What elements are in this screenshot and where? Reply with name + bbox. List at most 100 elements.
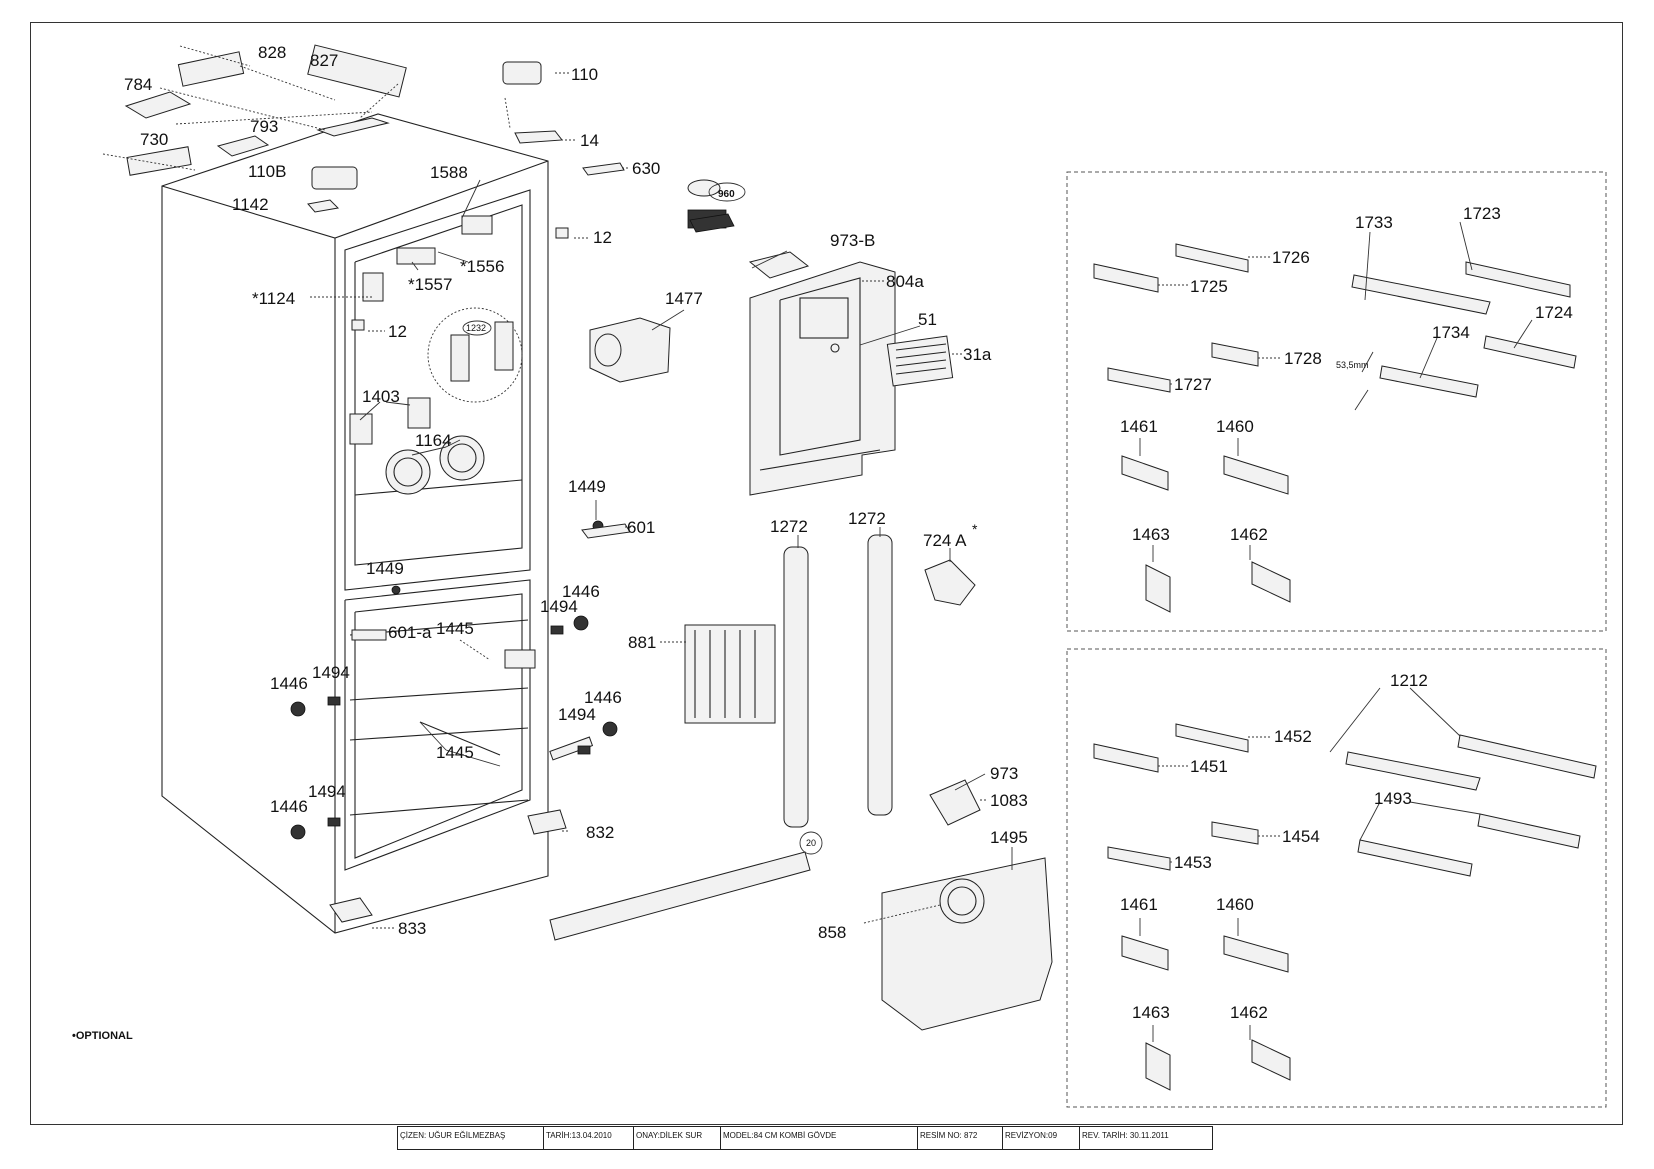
top-parts bbox=[124, 44, 625, 331]
title-block: ÇİZEN: UĞUR EĞİLMEZBAŞ TARİH:13.04.2010 … bbox=[397, 1126, 1213, 1150]
callout-1727: 1727 bbox=[1174, 375, 1212, 394]
cabinet-body bbox=[161, 113, 549, 934]
callout-960-ring bbox=[708, 182, 746, 202]
callout-1164: 1164 bbox=[415, 431, 452, 450]
callout-1733: 1733 bbox=[1355, 213, 1393, 232]
callout-1083: 1083 bbox=[990, 791, 1028, 810]
callout-1445-upper: 1445 bbox=[436, 619, 474, 638]
title-revision: REVİZYON:09 bbox=[1003, 1127, 1080, 1149]
callout-1734: 1734 bbox=[1432, 323, 1470, 342]
callout-601: 601 bbox=[627, 518, 655, 537]
title-drawn-by: ÇİZEN: UĞUR EĞİLMEZBAŞ bbox=[398, 1127, 544, 1149]
callout-12-upper: 12 bbox=[593, 228, 612, 247]
callout-12-interior: 12 bbox=[388, 322, 407, 341]
callout-1232: 1232 bbox=[466, 323, 486, 333]
interior-parts bbox=[349, 307, 594, 761]
hinge-kit-box-lower bbox=[1066, 648, 1607, 1108]
top-dashed-leads bbox=[102, 45, 511, 171]
callout-601a: 601-a bbox=[388, 623, 432, 642]
callout-1462-upper: 1462 bbox=[1230, 525, 1268, 544]
callout-1728: 1728 bbox=[1284, 349, 1322, 368]
callout-973b: 973-B bbox=[830, 231, 875, 250]
callout-1494-right-upper: 1494 bbox=[540, 597, 578, 616]
callout-1495: 1495 bbox=[990, 828, 1028, 847]
callout-793: 793 bbox=[250, 117, 278, 136]
callout-1477: 1477 bbox=[665, 289, 703, 308]
callout-858: 858 bbox=[818, 923, 846, 942]
callout-31a: 31a bbox=[963, 345, 992, 364]
callout-1588: 1588 bbox=[430, 163, 468, 182]
title-approved: ONAY:DİLEK SUR bbox=[634, 1127, 721, 1149]
callout-1454: 1454 bbox=[1282, 827, 1320, 846]
callout-1557: *1557 bbox=[408, 275, 452, 294]
callout-832: 832 bbox=[586, 823, 614, 842]
leader-lines bbox=[310, 72, 1533, 1042]
callout-20: 20 bbox=[806, 838, 816, 848]
callout-784: 784 bbox=[124, 75, 152, 94]
callout-724-optional-mark: * bbox=[972, 521, 978, 537]
title-drawing-no: RESİM NO: 872 bbox=[918, 1127, 1003, 1149]
callout-1494-left-upper: 1494 bbox=[312, 663, 350, 682]
callout-1452: 1452 bbox=[1274, 727, 1312, 746]
callout-1142: 1142 bbox=[232, 195, 269, 214]
callout-20-ring bbox=[799, 831, 823, 855]
middle-parts bbox=[581, 179, 954, 539]
callout-960: 960 bbox=[718, 189, 735, 200]
callout-1463-upper: 1463 bbox=[1132, 525, 1170, 544]
callout-dimension-53-5mm: 53,5mm bbox=[1336, 360, 1369, 370]
callout-1724: 1724 bbox=[1535, 303, 1573, 322]
callout-14: 14 bbox=[580, 131, 599, 150]
callout-1446-right-lower: 1446 bbox=[584, 688, 622, 707]
callout-110b: 110B bbox=[248, 162, 286, 181]
callout-1403: 1403 bbox=[362, 387, 400, 406]
callout-730: 730 bbox=[140, 130, 168, 149]
callout-1446-right-upper: 1446 bbox=[562, 582, 600, 601]
callout-labels: 828 827 784 793 730 110 14 630 110B 1142… bbox=[124, 43, 1573, 1022]
callout-1232-ring bbox=[462, 320, 492, 336]
callout-827: 827 bbox=[310, 51, 338, 70]
title-revision-date: REV. TARİH: 30.11.2011 bbox=[1082, 1131, 1169, 1140]
optional-note: •OPTIONAL bbox=[72, 1030, 133, 1042]
callout-1493: 1493 bbox=[1374, 789, 1412, 808]
callout-804a: 804a bbox=[886, 272, 924, 291]
callout-1272-left: 1272 bbox=[770, 517, 808, 536]
callout-1446-left-upper: 1446 bbox=[270, 674, 308, 693]
callout-1212: 1212 bbox=[1390, 671, 1428, 690]
callout-1124: *1124 bbox=[252, 289, 295, 308]
drawing-frame bbox=[30, 22, 1623, 1125]
callout-1494-left-lower: 1494 bbox=[308, 782, 346, 801]
callout-1725: 1725 bbox=[1190, 277, 1228, 296]
title-date: TARİH:13.04.2010 bbox=[544, 1127, 634, 1149]
lower-box-parts bbox=[1093, 723, 1597, 1091]
callout-1461-lower: 1461 bbox=[1120, 895, 1158, 914]
upper-box-parts bbox=[1093, 243, 1577, 613]
callout-881: 881 bbox=[628, 633, 656, 652]
callout-1449-lower: 1449 bbox=[366, 559, 404, 578]
callout-1494-right-lower: 1494 bbox=[558, 705, 596, 724]
hinge-kit-box-upper bbox=[1066, 171, 1607, 632]
callout-1556: *1556 bbox=[460, 257, 504, 276]
callout-1460-upper: 1460 bbox=[1216, 417, 1254, 436]
lower-middle-parts bbox=[549, 534, 1053, 1031]
callout-973: 973 bbox=[990, 764, 1018, 783]
callout-1461-upper: 1461 bbox=[1120, 417, 1158, 436]
callout-1451: 1451 bbox=[1190, 757, 1228, 776]
callout-1446-left-lower: 1446 bbox=[270, 797, 308, 816]
callout-1462-lower: 1462 bbox=[1230, 1003, 1268, 1022]
callout-1460-lower: 1460 bbox=[1216, 895, 1254, 914]
title-model: MODEL:84 CM KOMBİ GÖVDE bbox=[721, 1127, 918, 1149]
callout-110: 110 bbox=[571, 65, 598, 84]
callout-1453: 1453 bbox=[1174, 853, 1212, 872]
callout-1723: 1723 bbox=[1463, 204, 1501, 223]
callout-1445-lower: 1445 bbox=[436, 743, 474, 762]
callout-1449-upper: 1449 bbox=[568, 477, 606, 496]
door-cam-gears bbox=[290, 615, 618, 923]
callout-1463-lower: 1463 bbox=[1132, 1003, 1170, 1022]
callout-724a: 724 A bbox=[923, 531, 967, 550]
callout-1272-right: 1272 bbox=[848, 509, 886, 528]
callout-833: 833 bbox=[398, 919, 426, 938]
callout-630: 630 bbox=[632, 159, 660, 178]
callout-828: 828 bbox=[258, 43, 286, 62]
callout-51: 51 bbox=[918, 310, 937, 329]
